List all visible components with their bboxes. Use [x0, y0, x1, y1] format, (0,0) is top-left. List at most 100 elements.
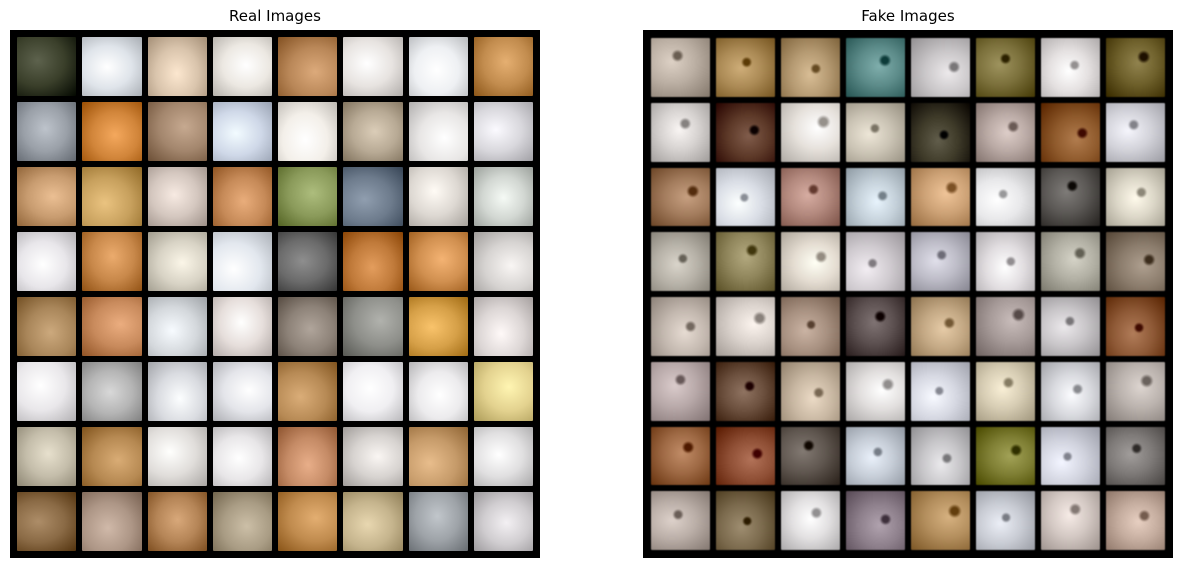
- fake-image-tile: [846, 102, 905, 162]
- real-image-tile: [343, 297, 403, 356]
- fake-image-tile: [976, 38, 1035, 97]
- real-image-tile: [278, 427, 338, 486]
- fake-image-tile: [651, 232, 710, 291]
- fake-images-grid: [643, 30, 1173, 558]
- fake-image-tile: [846, 426, 905, 486]
- fake-image-tile: [1106, 491, 1165, 550]
- fake-image-tile: [716, 167, 775, 227]
- fake-image-tile: [1041, 361, 1100, 421]
- real-image-tile: [212, 427, 272, 486]
- fake-image-tile: [846, 491, 905, 550]
- real-image-tile: [408, 427, 468, 486]
- real-image-tile: [212, 167, 272, 226]
- fake-image-tile: [1041, 491, 1100, 550]
- fake-image-tile: [1041, 167, 1100, 227]
- real-image-tile: [343, 167, 403, 226]
- fake-image-tile: [651, 102, 710, 162]
- real-image-tile: [278, 492, 338, 551]
- fake-image-tile: [781, 297, 840, 356]
- real-images-grid: [10, 30, 540, 558]
- real-image-tile: [278, 167, 338, 226]
- fake-image-tile: [1106, 361, 1165, 421]
- real-image-tile: [343, 37, 403, 96]
- fake-image-tile: [1106, 232, 1165, 291]
- fake-image-tile: [781, 102, 840, 162]
- fake-image-tile: [976, 426, 1035, 486]
- real-images-title: Real Images: [229, 7, 321, 25]
- fake-image-tile: [716, 102, 775, 162]
- real-image-tile: [278, 362, 338, 421]
- fake-image-tile: [976, 491, 1035, 550]
- real-image-tile: [17, 492, 77, 551]
- fake-image-tile: [911, 426, 970, 486]
- fake-image-tile: [716, 426, 775, 486]
- real-image-tile: [82, 427, 142, 486]
- fake-image-tile: [976, 232, 1035, 291]
- real-image-tile: [473, 427, 533, 486]
- fake-image-tile: [846, 167, 905, 227]
- real-image-tile: [82, 492, 142, 551]
- fake-image-tile: [1106, 167, 1165, 227]
- real-image-tile: [473, 232, 533, 291]
- fake-image-tile: [651, 491, 710, 550]
- real-image-tile: [473, 167, 533, 226]
- real-image-tile: [278, 297, 338, 356]
- real-image-tile: [343, 362, 403, 421]
- real-image-tile: [17, 427, 77, 486]
- real-image-tile: [408, 492, 468, 551]
- fake-image-tile: [781, 426, 840, 486]
- real-image-tile: [473, 37, 533, 96]
- real-image-tile: [147, 492, 207, 551]
- real-image-tile: [212, 297, 272, 356]
- fake-image-tile: [911, 38, 970, 97]
- real-image-tile: [212, 492, 272, 551]
- real-image-tile: [17, 232, 77, 291]
- fake-image-tile: [1041, 297, 1100, 356]
- fake-image-tile: [781, 361, 840, 421]
- real-image-tile: [147, 37, 207, 96]
- fake-image-tile: [651, 361, 710, 421]
- real-image-tile: [82, 102, 142, 161]
- fake-image-tile: [1041, 232, 1100, 291]
- real-image-tile: [343, 492, 403, 551]
- real-image-tile: [278, 37, 338, 96]
- fake-image-tile: [1041, 38, 1100, 97]
- real-image-tile: [473, 362, 533, 421]
- fake-image-tile: [976, 361, 1035, 421]
- real-image-tile: [408, 232, 468, 291]
- real-image-tile: [17, 297, 77, 356]
- real-image-tile: [147, 232, 207, 291]
- real-image-tile: [147, 297, 207, 356]
- real-image-tile: [408, 362, 468, 421]
- real-image-tile: [82, 232, 142, 291]
- fake-images-title: Fake Images: [861, 7, 955, 25]
- fake-image-tile: [911, 361, 970, 421]
- fake-image-tile: [781, 167, 840, 227]
- fake-image-tile: [911, 232, 970, 291]
- fake-image-tile: [976, 102, 1035, 162]
- fake-image-tile: [651, 167, 710, 227]
- fake-image-tile: [976, 297, 1035, 356]
- fake-image-tile: [1041, 426, 1100, 486]
- real-image-tile: [473, 297, 533, 356]
- real-image-tile: [408, 297, 468, 356]
- real-image-tile: [278, 102, 338, 161]
- real-image-tile: [343, 102, 403, 161]
- fake-image-tile: [846, 361, 905, 421]
- real-image-tile: [212, 37, 272, 96]
- real-image-tile: [408, 102, 468, 161]
- fake-image-tile: [716, 232, 775, 291]
- real-image-tile: [82, 297, 142, 356]
- fake-image-tile: [716, 297, 775, 356]
- real-image-tile: [147, 102, 207, 161]
- fake-image-tile: [846, 297, 905, 356]
- real-image-tile: [343, 232, 403, 291]
- fake-image-tile: [1106, 38, 1165, 97]
- real-image-tile: [343, 427, 403, 486]
- fake-image-tile: [781, 491, 840, 550]
- fake-image-tile: [1106, 297, 1165, 356]
- real-image-tile: [82, 362, 142, 421]
- fake-image-tile: [716, 38, 775, 97]
- real-image-tile: [17, 362, 77, 421]
- fake-image-tile: [651, 297, 710, 356]
